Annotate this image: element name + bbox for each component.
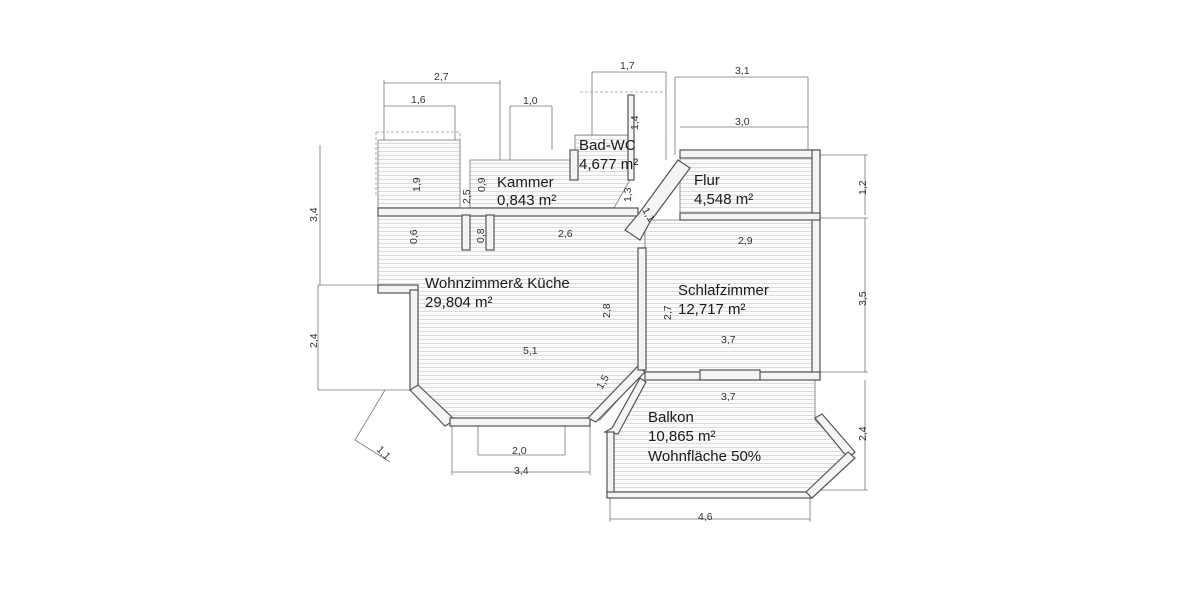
room-area: 29,804 m²: [425, 294, 493, 311]
room-name: Flur: [694, 172, 720, 189]
dim-label: 2,8: [601, 303, 613, 318]
dim-label: 3,4: [514, 465, 529, 477]
room-flur: Flur 4,548 m²: [694, 172, 753, 208]
floors: [377, 134, 851, 496]
dim-label: 2,5: [461, 189, 473, 204]
room-schlafzimmer: Schlafzimmer 12,717 m²: [678, 282, 769, 318]
room-note: Wohnfläche 50%: [648, 448, 761, 465]
room-area: 4,677 m²: [579, 156, 638, 173]
room-name: Wohnzimmer& Küche: [425, 275, 570, 292]
dim-label: 3,4: [308, 207, 320, 222]
dim-label: 0,8: [475, 228, 487, 243]
dim-label: 5,1: [523, 345, 538, 357]
dim-label: 1,0: [523, 95, 538, 107]
dim-label: 3,7: [721, 391, 736, 403]
walls: [377, 94, 856, 499]
dim-label: 1,2: [857, 180, 869, 195]
dim-label: 1,4: [629, 115, 641, 130]
dim-label: 2,7: [662, 305, 674, 320]
dim-label: 4,6: [698, 511, 713, 523]
room-wohnzimmer: Wohnzimmer& Küche 29,804 m²: [425, 275, 570, 311]
room-area: 10,865 m²: [648, 428, 716, 445]
dim-label: 1,1: [374, 444, 393, 463]
dim-label: 3,1: [735, 65, 750, 77]
dim-label: 1,6: [411, 94, 426, 106]
room-name: Schlafzimmer: [678, 282, 769, 299]
room-name: Bad-WC: [579, 137, 636, 154]
room-balkon: Balkon 10,865 m² Wohnfläche 50%: [648, 409, 761, 465]
dim-label: 2,0: [512, 445, 527, 457]
room-name: Kammer: [497, 174, 554, 191]
dim-label: 3,0: [735, 116, 750, 128]
dimension-lines: [317, 71, 868, 522]
dim-label: 1,7: [620, 60, 635, 72]
dim-label: 2,7: [434, 71, 449, 83]
room-area: 4,548 m²: [694, 191, 753, 208]
dim-label: 1,9: [411, 177, 423, 192]
dim-label: 0,6: [408, 229, 420, 244]
dim-label: 2,6: [558, 228, 573, 240]
room-name: Balkon: [648, 409, 694, 426]
dimension-labels: 2,7 1,6 1,0 1,7 3,1 3,0 1,4 1,3 1,9 2,5 …: [308, 60, 869, 523]
room-kammer: Kammer 0,843 m²: [497, 174, 556, 209]
dim-label: 0,9: [476, 177, 488, 192]
dim-label: 1,3: [622, 187, 634, 202]
room-area: 0,843 m²: [497, 192, 556, 209]
dim-label: 3,7: [721, 334, 736, 346]
dim-label: 2,4: [308, 333, 320, 348]
dim-label: 3,5: [857, 291, 869, 306]
dim-label: 2,9: [738, 235, 753, 247]
room-bad-wc: Bad-WC 4,677 m²: [579, 137, 638, 173]
dim-label: 2,4: [857, 426, 869, 441]
room-area: 12,717 m²: [678, 301, 746, 318]
